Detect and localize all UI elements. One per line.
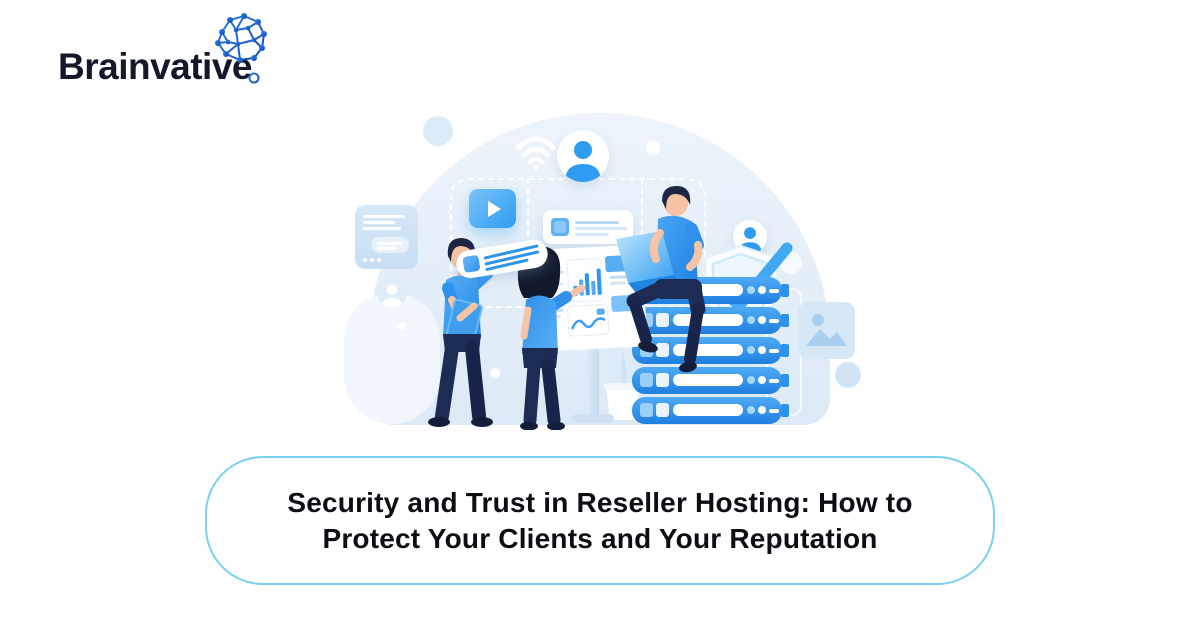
- board-pole: [587, 340, 599, 418]
- deco-dot: [646, 141, 660, 155]
- deco-dot: [398, 322, 406, 330]
- deco-dot: [490, 368, 500, 378]
- wifi-icon: [515, 136, 557, 171]
- title-card: Security and Trust in Reseller Hosting: …: [205, 456, 995, 585]
- board-base: [572, 414, 614, 423]
- server-unit: [632, 367, 789, 394]
- pale-blob: [344, 292, 440, 424]
- ghost-avatar-icon: [377, 278, 407, 308]
- message-card: [543, 210, 633, 244]
- deco-circle: [835, 362, 861, 388]
- play-triangle: [488, 200, 501, 217]
- deco-circle: [423, 116, 453, 146]
- video-play-icon: [469, 189, 516, 228]
- server-unit: [632, 397, 789, 424]
- title-line-1: Security and Trust in Reseller Hosting: …: [287, 486, 913, 518]
- brain-network-icon: [215, 13, 267, 84]
- image-icon: [798, 302, 855, 359]
- deco-dot: [713, 101, 725, 113]
- title-line-2: Protect Your Clients and Your Reputation: [322, 522, 878, 554]
- person-sitting-man-laptop: [616, 185, 706, 373]
- chat-bubbles-card: [355, 205, 418, 269]
- server-unit: [632, 307, 789, 334]
- brand-logo-text: Brainvative: [58, 46, 253, 87]
- user-avatar-icon: [557, 130, 609, 182]
